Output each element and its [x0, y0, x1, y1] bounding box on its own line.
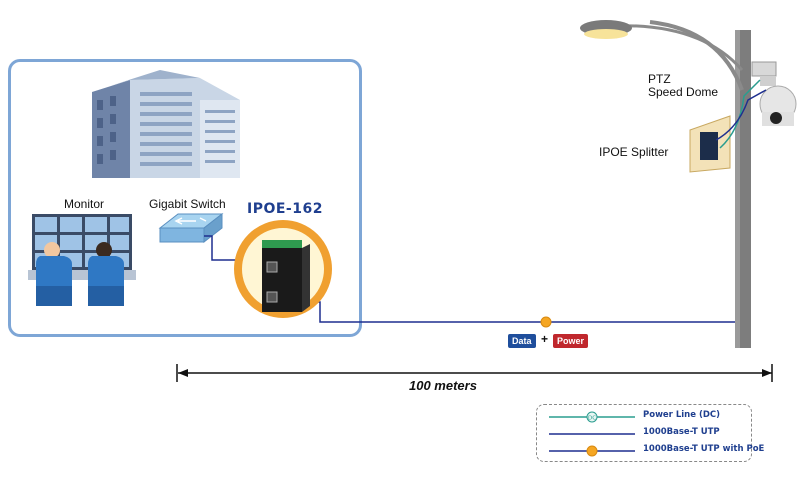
legend-row-utp: 1000Base-T UTP — [547, 426, 747, 442]
device-title: IPOE-162 — [247, 201, 323, 217]
device-icon — [234, 220, 332, 318]
dc-line-icon: DC — [549, 411, 635, 423]
poe-marker — [540, 316, 552, 328]
building-icon — [92, 70, 240, 178]
camera-label-line2: Speed Dome — [648, 85, 719, 99]
plus-sign: + — [541, 332, 549, 346]
power-badge: Power — [553, 334, 589, 348]
splitter-icon — [689, 79, 767, 173]
svg-text:DC: DC — [588, 416, 596, 422]
utp-line-icon — [549, 433, 635, 435]
data-badge: Data — [508, 334, 536, 348]
camera-icon — [751, 61, 797, 126]
poe-line-icon — [549, 445, 635, 457]
legend-label-dc: Power Line (DC) — [643, 410, 721, 420]
monitor-label: Monitor — [64, 197, 105, 211]
camera-label-line1: PTZ — [648, 72, 671, 86]
pole-icon — [580, 20, 751, 348]
legend: DC Power Line (DC) 1000Base-T UTP 1000Ba… — [536, 404, 764, 462]
monitor-wall-icon — [28, 214, 136, 306]
switch-label: Gigabit Switch — [149, 197, 226, 211]
legend-row-dc: DC Power Line (DC) — [547, 409, 747, 425]
distance-arrow — [176, 364, 773, 382]
legend-label-poe: 1000Base-T UTP with PoE — [643, 444, 765, 454]
legend-row-poe: 1000Base-T UTP with PoE — [547, 443, 764, 459]
distance-label: 100 meters — [409, 378, 477, 393]
switch-icon — [158, 212, 224, 244]
poe-cable — [276, 149, 745, 323]
legend-label-utp: 1000Base-T UTP — [643, 427, 720, 437]
splitter-label: IPOE Splitter — [599, 145, 669, 159]
